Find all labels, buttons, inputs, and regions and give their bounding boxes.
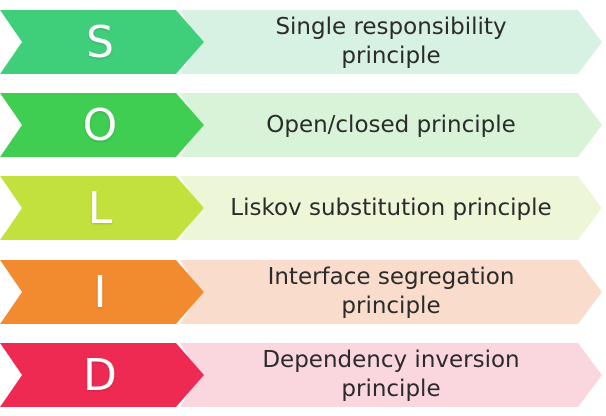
- solid-row-open-closed: O Open/closed principle: [0, 89, 606, 161]
- letter-chevron-shape: [0, 343, 204, 407]
- principle-arrow-shape: [180, 343, 602, 407]
- principle-label: Interface segregation principle: [267, 264, 515, 319]
- principle-arrow-shape: [180, 176, 602, 240]
- letter-o: O: [82, 99, 118, 151]
- principle-label: Liskov substitution principle: [230, 194, 552, 221]
- principle-arrow-shape: [180, 10, 602, 74]
- solid-row-single-responsibility: S Single responsibility principle: [0, 6, 606, 78]
- row-shapes: [0, 260, 602, 324]
- principle-label: Dependency inversion principle: [262, 347, 520, 402]
- principle-label: Single responsibility principle: [275, 14, 507, 69]
- solid-row-interface-segregation: I Interface segregation principle: [0, 256, 606, 328]
- letter-chevron-shape: [0, 176, 204, 240]
- principle-arrow-shape: [180, 93, 602, 157]
- letter-chevron-shape: [0, 10, 204, 74]
- row-shapes: [0, 10, 602, 74]
- letter-chevron-shape: [0, 93, 204, 157]
- letter-chevron-shape: [0, 260, 204, 324]
- letter-d: D: [83, 349, 117, 401]
- letter-s: S: [86, 16, 114, 68]
- solid-row-liskov-substitution: L Liskov substitution principle: [0, 172, 606, 244]
- solid-row-dependency-inversion: D Dependency inversion principle: [0, 339, 606, 411]
- principle-label: Open/closed principle: [266, 111, 516, 138]
- row-shapes: [0, 93, 602, 157]
- principle-arrow-shape: [180, 260, 602, 324]
- letter-i: I: [93, 266, 107, 318]
- row-shapes: [0, 176, 602, 240]
- letter-l: L: [87, 182, 113, 234]
- row-shapes: [0, 343, 602, 407]
